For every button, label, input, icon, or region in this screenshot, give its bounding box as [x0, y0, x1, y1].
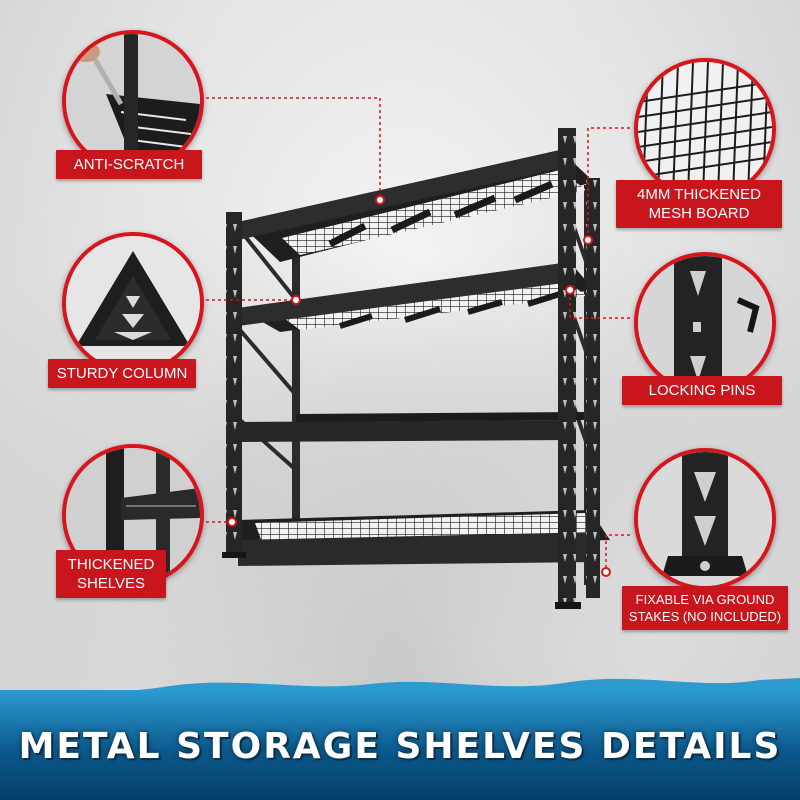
anti-scratch-label: ANTI-SCRATCH: [56, 150, 202, 179]
sturdy-column-label: STURDY COLUMN: [48, 359, 196, 388]
mesh-board-label: 4MM THICKENED MESH BOARD: [616, 180, 782, 228]
thickened-shelves-label: THICKENED SHELVES: [56, 550, 166, 598]
thickened-shelves-detail: [62, 444, 204, 586]
screwdriver-icon: [66, 34, 200, 168]
footer-banner: [0, 690, 800, 800]
locking-pin-icon: [638, 256, 772, 390]
locking-pins-label: LOCKING PINS: [622, 376, 782, 405]
locking-pins-detail: [634, 252, 776, 394]
mesh-grid-icon: [638, 62, 772, 196]
sturdy-column-detail: [62, 232, 204, 374]
column-channel-icon: [66, 236, 200, 370]
mesh-board-detail: [634, 58, 776, 200]
ground-stakes-label: FIXABLE VIA GROUND STAKES (NO INCLUDED): [622, 586, 788, 630]
banner-title: METAL STORAGE SHELVES DETAILS: [18, 726, 782, 767]
ground-stake-icon: [638, 452, 772, 586]
ground-stakes-detail: [634, 448, 776, 590]
